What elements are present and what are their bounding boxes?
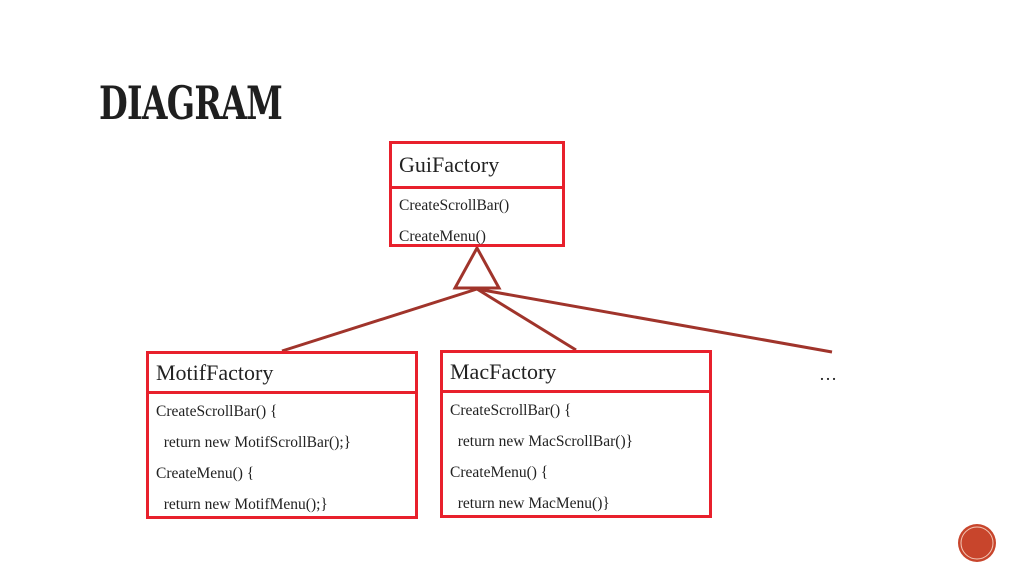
method-create-menu: CreateMenu() <box>399 228 486 245</box>
method-line: return new MacScrollBar()} <box>450 433 634 450</box>
method-create-scrollbar: CreateScrollBar() <box>399 197 510 214</box>
connector-more <box>476 287 833 354</box>
class-name-gui-factory: GuiFactory <box>392 144 562 189</box>
method-line: return new MotifMenu();} <box>156 496 328 513</box>
connector-mac <box>476 287 577 352</box>
more-classes-ellipsis: … <box>819 364 838 384</box>
method-line: CreateMenu() { <box>156 465 255 482</box>
inheritance-triangle <box>452 244 502 290</box>
method-line: CreateScrollBar() { <box>450 402 572 419</box>
class-box-motif-factory: MotifFactory CreateScrollBar() { return … <box>146 351 418 519</box>
method-line: CreateScrollBar() { <box>156 403 278 420</box>
class-name-motif-factory: MotifFactory <box>149 354 415 394</box>
class-name-mac-factory: MacFactory <box>443 353 709 393</box>
slide-title: DIAGRAM <box>99 76 283 130</box>
method-line: return new MacMenu()} <box>450 495 610 512</box>
class-box-mac-factory: MacFactory CreateScrollBar() { return ne… <box>440 350 712 518</box>
connector-motif <box>281 287 478 353</box>
method-line: return new MotifScrollBar();} <box>156 434 352 451</box>
method-line: CreateMenu() { <box>450 464 549 481</box>
class-box-gui-factory: GuiFactory CreateScrollBar() CreateMenu(… <box>389 141 565 247</box>
slide-badge-icon <box>958 524 996 562</box>
